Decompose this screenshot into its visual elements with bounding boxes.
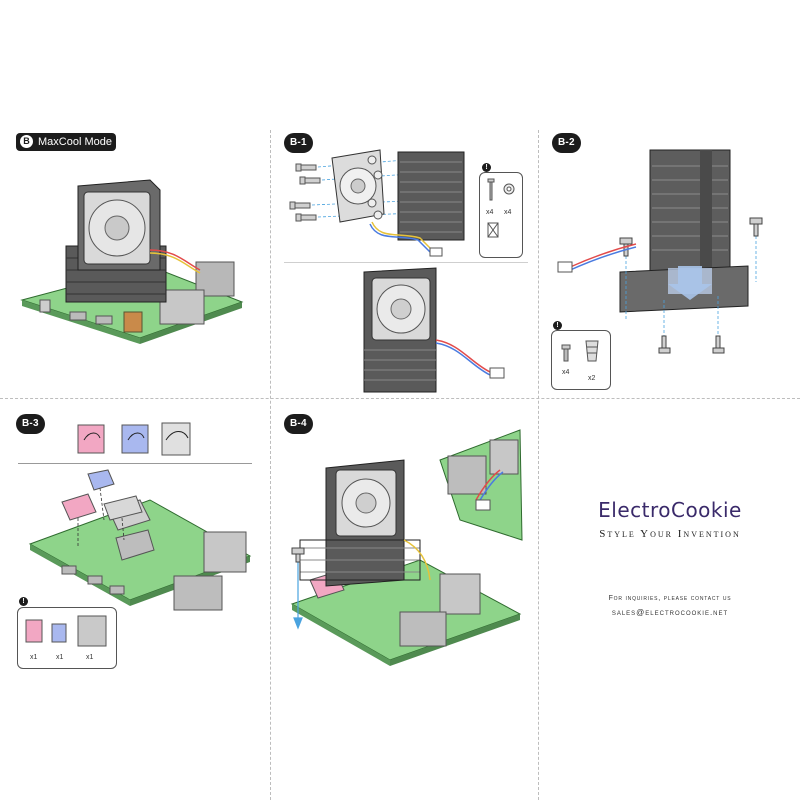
- divider-vertical-right: [538, 130, 539, 800]
- b3-blue-pad-peel: [121, 424, 149, 454]
- step-badge-b3: B-3: [16, 414, 45, 434]
- brand-name: ElectroCookie: [598, 498, 742, 522]
- divider-horizontal: [0, 398, 800, 399]
- b3-pink-pad: [61, 493, 97, 521]
- b3-callout-pads: [25, 615, 107, 647]
- divider-vertical-left: [270, 130, 271, 800]
- b3-callout-pink-pad: [25, 619, 43, 643]
- step-badge-b2: B-2: [552, 133, 581, 153]
- inquiry-text: For inquiries, please contact us: [608, 595, 732, 602]
- b1-qty-washers: x4: [504, 209, 512, 216]
- b3-qty-pink: x1: [30, 654, 38, 661]
- b3-callout-blue-pad: [51, 623, 67, 643]
- b2-parts-callout: x4 x2: [551, 330, 611, 390]
- b1-parts-callout: x4 x4: [479, 172, 523, 258]
- step-badge-b1: B-1: [284, 133, 313, 153]
- b1-info-icon: !: [482, 163, 491, 172]
- mode-title: MaxCool Mode: [38, 136, 112, 148]
- b3-gray-pad: [103, 495, 143, 521]
- b1-callout-hardware: [487, 178, 515, 238]
- b3-divider: [18, 463, 252, 464]
- b3-qty-blue: x1: [56, 654, 64, 661]
- b1-heatsink: [397, 151, 465, 241]
- b3-info-icon: !: [19, 597, 28, 606]
- b2-info-icon: !: [553, 321, 562, 330]
- b2-heatsink-tower: [649, 149, 731, 273]
- step-badge-b4: B-4: [284, 414, 313, 434]
- b2-callout-hardware: [561, 340, 599, 362]
- b1-assembled-unit: [363, 267, 505, 393]
- b4-heatsink-fan-tower: [299, 459, 421, 587]
- b2-qty-screws: x4: [562, 369, 570, 376]
- b3-blue-pad: [87, 469, 115, 491]
- b3-qty-gray: x1: [86, 654, 94, 661]
- contact-email-link[interactable]: sales@electrocookie.net: [611, 608, 729, 617]
- b3-parts-callout: x1 x1 x1: [17, 607, 117, 669]
- brand-tagline: Style Your Invention: [599, 528, 741, 540]
- b3-callout-gray-pad: [77, 615, 107, 647]
- b3-pink-pad-peel: [77, 424, 105, 454]
- b2-qty-anchors: x2: [588, 375, 596, 382]
- mode-step-letter: B: [20, 135, 33, 148]
- b1-divider: [284, 262, 528, 263]
- b1-qty-screws: x4: [486, 209, 494, 216]
- mode-title-pill: B MaxCool Mode: [16, 133, 116, 151]
